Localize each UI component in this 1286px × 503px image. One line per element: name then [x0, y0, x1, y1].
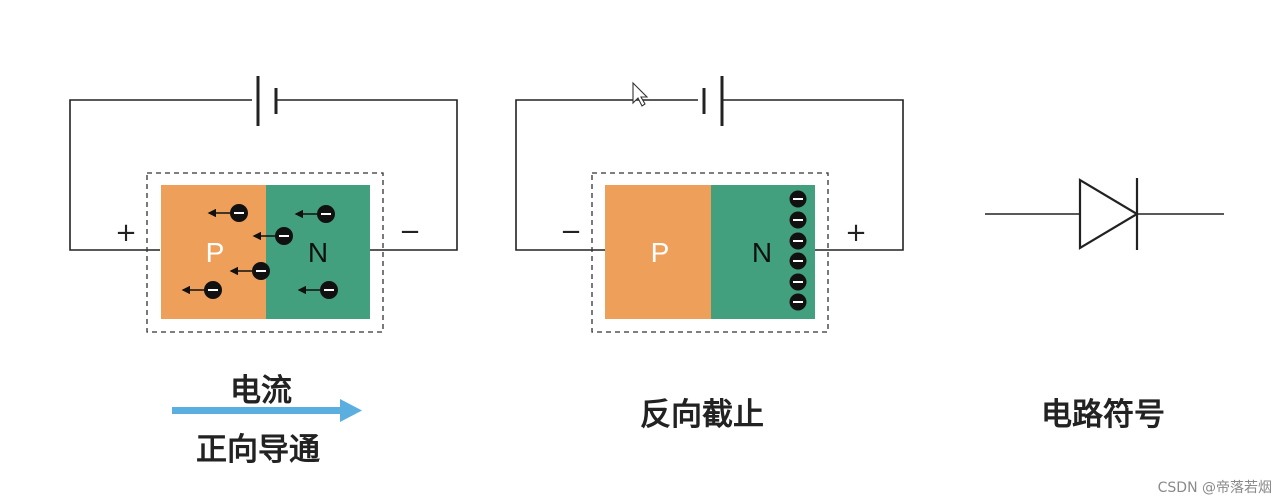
- reverse-p-label: P: [651, 237, 670, 268]
- forward-wire-loop: [69, 99, 458, 251]
- forward-left-terminal: +: [115, 218, 137, 248]
- electron-icon: [252, 227, 293, 245]
- current-direction-arrow-icon: [172, 399, 362, 422]
- reverse-n-label: N: [752, 237, 772, 268]
- reverse-p-region: [605, 185, 711, 319]
- forward-n-label: N: [308, 237, 328, 268]
- electron-icon: [789, 273, 807, 291]
- forward-n-region: [266, 185, 370, 319]
- forward-current-caption: 电流: [230, 373, 292, 409]
- diode-symbol-icon: [985, 178, 1224, 250]
- electron-icon: [181, 281, 222, 299]
- reverse-diode-dashed-frame: [591, 172, 829, 333]
- forward-electrons: [181, 204, 338, 299]
- reverse-battery-icon: [698, 76, 724, 126]
- watermark: CSDN @帝落若烟: [1157, 480, 1272, 496]
- reverse-bias-circuit: P N − +: [515, 76, 904, 333]
- electron-icon: [229, 262, 270, 280]
- mouse-cursor-icon: [632, 81, 649, 107]
- forward-mode-caption: 正向导通: [196, 432, 320, 468]
- electron-icon: [789, 252, 807, 270]
- reverse-wire-loop: [515, 99, 904, 251]
- reverse-mode-caption: 反向截止: [640, 397, 764, 433]
- reverse-right-terminal: +: [845, 218, 867, 248]
- electron-icon: [789, 293, 807, 311]
- reverse-electron-column: [789, 190, 807, 311]
- electron-icon: [297, 281, 338, 299]
- symbol-caption: 电路符号: [1041, 397, 1165, 433]
- electron-icon: [789, 211, 807, 229]
- forward-p-label: P: [206, 237, 225, 268]
- forward-bias-circuit: P N + −: [69, 76, 458, 422]
- electron-icon: [789, 190, 807, 208]
- electron-icon: [207, 204, 248, 222]
- forward-battery-icon: [252, 76, 278, 126]
- electron-icon: [789, 232, 807, 250]
- forward-right-terminal: −: [399, 217, 421, 247]
- forward-diode-dashed-frame: [146, 172, 384, 333]
- reverse-left-terminal: −: [560, 217, 582, 247]
- electron-icon: [294, 205, 335, 223]
